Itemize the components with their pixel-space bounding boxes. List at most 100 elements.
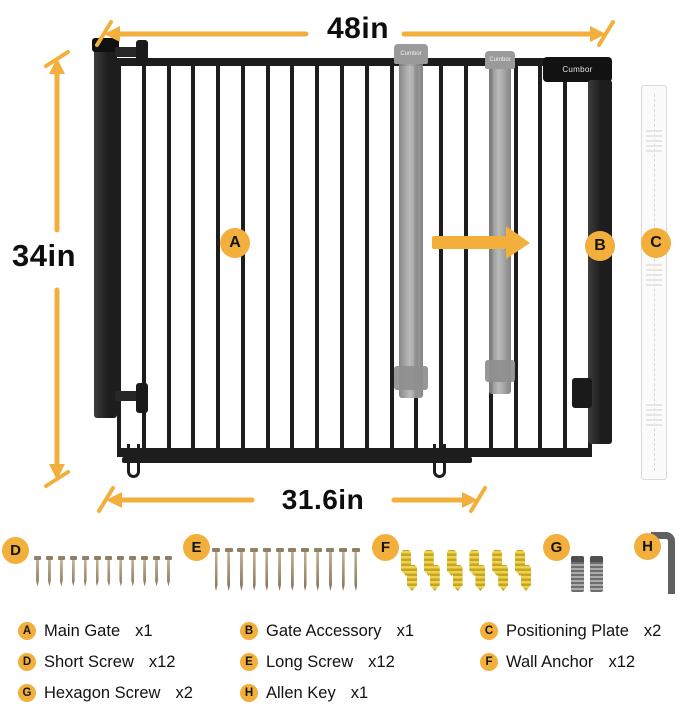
gate-bar-icon	[166, 66, 171, 448]
short-screw-icon	[141, 556, 149, 588]
brand-label: Cumbor	[562, 65, 593, 74]
legend-qty: x1	[135, 621, 153, 640]
wall-anchor-row	[407, 565, 531, 591]
long-screws-group	[212, 548, 360, 592]
gate-foot-right	[433, 444, 446, 478]
wall-anchor-icon	[520, 565, 531, 591]
gate-accessory-post-2	[489, 54, 511, 394]
legend-name: Short Screw	[44, 652, 134, 671]
short-screw-icon	[69, 556, 77, 588]
legend-qty: x2	[643, 621, 662, 640]
right-post-cap: Cumbor	[543, 57, 612, 82]
short-screw-icon	[129, 556, 137, 588]
hex-screw-icon	[571, 556, 584, 592]
wall-anchor-icon	[407, 565, 417, 591]
long-screw-icon	[288, 548, 297, 592]
gate-bar-icon	[240, 66, 245, 448]
legend-badge-b: B	[240, 622, 258, 640]
legend-item-long-screw: E Long Screw x12	[240, 652, 480, 672]
short-screw-icon	[93, 556, 101, 588]
wall-anchor-icon	[469, 550, 480, 576]
legend-qty: x12	[148, 652, 176, 671]
legend-item-wall-anchor: F Wall Anchor x12	[480, 652, 676, 672]
legend-item-main-gate: A Main Gate x1	[18, 621, 240, 641]
plate-marking	[646, 130, 662, 152]
legend-item-gate-accessory: B Gate Accessory x1	[240, 621, 480, 641]
short-screw-icon	[45, 556, 53, 588]
legend-name: Long Screw	[266, 652, 354, 671]
badge-positioning-plate: C	[641, 228, 671, 258]
gate-accessory-bracket-2	[485, 360, 515, 382]
gate-bar-icon	[538, 66, 543, 448]
plate-marking	[646, 404, 662, 426]
left-mount-bracket-bottom	[115, 391, 145, 401]
legend-name: Gate Accessory	[266, 621, 382, 640]
legend-badge-a: A	[18, 622, 36, 640]
gate-bar-icon	[439, 66, 444, 448]
left-gate-post	[94, 40, 117, 418]
long-screw-icon	[339, 548, 348, 592]
legend-name: Positioning Plate	[506, 621, 629, 640]
badge-wall-anchor: F	[372, 534, 399, 561]
wall-anchor-icon	[498, 565, 509, 591]
gate-bar-icon	[265, 66, 270, 448]
legend-qty: x2	[175, 683, 193, 702]
legend-badge-c: C	[480, 622, 498, 640]
long-screw-icon	[275, 548, 284, 592]
gate-bar-icon	[315, 66, 320, 448]
short-screws-group	[34, 556, 172, 588]
legend-qty: x1	[350, 683, 369, 702]
parts-legend: A Main Gate x1 B Gate Accessory x1 C Pos…	[18, 621, 676, 703]
wall-anchor-icon	[446, 550, 457, 576]
legend-name: Hexagon Screw	[44, 683, 161, 702]
hexagon-screws-group	[571, 556, 603, 592]
plate-marking	[646, 264, 662, 286]
wall-anchor-icon	[514, 550, 525, 576]
gate-bar-icon	[563, 66, 568, 448]
right-gate-post	[588, 80, 612, 444]
main-gate-panel	[117, 58, 592, 457]
gate-bar-icon	[513, 66, 518, 448]
gate-accessory-bracket-1	[394, 366, 428, 390]
gate-accessory-cap-2: Cumbor	[485, 51, 515, 69]
gate-accessory-post-1	[399, 48, 423, 398]
legend-item-hexagon-screw: G Hexagon Screw x2	[18, 683, 240, 703]
legend-badge-h: H	[240, 684, 258, 702]
long-screw-icon	[313, 548, 322, 592]
legend-badge-f: F	[480, 653, 498, 671]
legend-badge-g: G	[18, 684, 36, 702]
positioning-plate	[641, 85, 667, 480]
gate-bar-icon	[340, 66, 345, 448]
gate-bar-icon	[191, 66, 196, 448]
wall-anchors-group	[401, 550, 531, 594]
brand-label: Cumbor	[400, 51, 422, 57]
long-screw-icon	[326, 548, 335, 592]
gate-bar-icon	[290, 66, 295, 448]
badge-main-gate: A	[220, 228, 250, 258]
wall-anchor-icon	[492, 550, 503, 576]
badge-short-screw: D	[2, 537, 29, 564]
left-hinge-bottom	[136, 383, 148, 413]
short-screw-icon	[81, 556, 89, 588]
wall-anchor-icon	[475, 565, 486, 591]
gate-bar-icon	[216, 66, 221, 448]
gate-bar-icon	[141, 66, 146, 448]
left-mount-bracket-top	[115, 47, 145, 57]
short-screw-icon	[105, 556, 113, 588]
long-screw-icon	[237, 548, 246, 592]
dimension-bottom-width: 31.6in	[281, 484, 365, 515]
short-screw-icon	[164, 556, 172, 588]
legend-badge-e: E	[240, 653, 258, 671]
gate-bar-icon	[463, 66, 468, 448]
short-screw-icon	[34, 556, 41, 588]
long-screw-icon	[250, 548, 259, 592]
hex-screw-icon	[590, 556, 603, 592]
wall-anchor-row	[401, 550, 525, 576]
long-screw-icon	[262, 548, 271, 592]
gate-bar-icon	[364, 66, 369, 448]
legend-name: Allen Key	[266, 683, 336, 702]
dimension-top-width: 48in	[326, 12, 390, 45]
dimension-side-height: 34in	[11, 238, 77, 273]
wall-anchor-icon	[401, 550, 411, 576]
